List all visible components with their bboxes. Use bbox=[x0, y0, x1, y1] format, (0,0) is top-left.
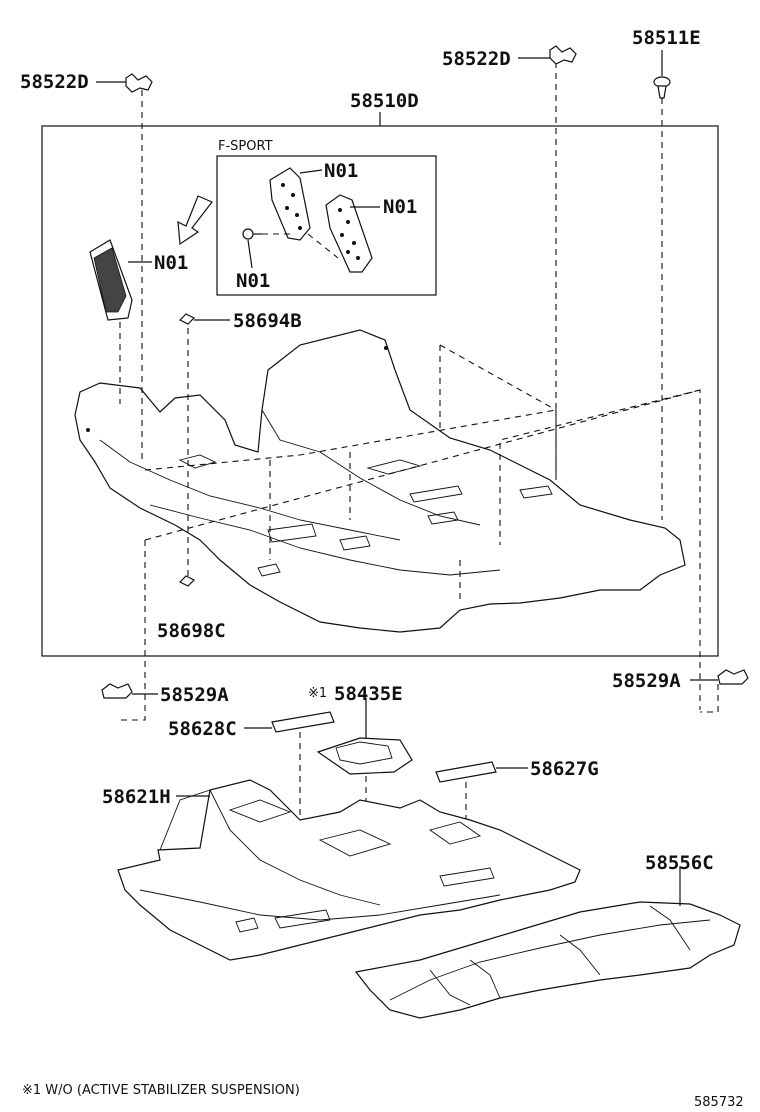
pedal-pad-accelerator bbox=[325, 194, 373, 273]
footnote: ※1 W/O (ACTIVE STABILIZER SUSPENSION) bbox=[22, 1083, 300, 1098]
pedal-screw bbox=[242, 228, 262, 240]
label-58511E: 58511E bbox=[632, 27, 701, 49]
label-n01-d: N01 bbox=[154, 252, 188, 274]
clip-58529a-right bbox=[717, 669, 749, 685]
pad-58628c bbox=[271, 711, 335, 733]
label-58529A-right: 58529A bbox=[612, 670, 681, 692]
label-58529A-left: 58529A bbox=[160, 684, 229, 706]
figure-number: 585732 bbox=[694, 1095, 744, 1110]
label-58435E: 58435E bbox=[334, 683, 403, 705]
floor-mat-left bbox=[89, 239, 133, 321]
pad-58627g bbox=[435, 761, 497, 783]
fsport-inset bbox=[216, 155, 437, 296]
clip-58522d-left bbox=[125, 73, 153, 93]
carpet-58621h bbox=[117, 779, 581, 961]
pedal-pad-brake bbox=[269, 167, 311, 241]
label-n01-c: N01 bbox=[236, 270, 270, 292]
clip-58529a-left bbox=[101, 683, 133, 699]
label-n01-a: N01 bbox=[324, 160, 358, 182]
label-n01-b: N01 bbox=[383, 196, 417, 218]
carpet-58510d bbox=[74, 329, 686, 633]
label-58522D-right: 58522D bbox=[442, 48, 511, 70]
tray-58435e bbox=[316, 737, 413, 775]
label-58621H: 58621H bbox=[102, 786, 171, 808]
fastener-58694b bbox=[178, 313, 196, 325]
label-58522D-left: 58522D bbox=[20, 71, 89, 93]
label-58628C: 58628C bbox=[168, 718, 237, 740]
label-58556C: 58556C bbox=[645, 852, 714, 874]
clip-58511e bbox=[653, 76, 671, 99]
panel-58556c bbox=[354, 901, 741, 1019]
inset-title: F-SPORT bbox=[218, 139, 273, 154]
fastener-58698c bbox=[178, 575, 196, 587]
label-58694B: 58694B bbox=[233, 310, 302, 332]
note-marker: ※1 bbox=[308, 686, 327, 701]
label-58698C: 58698C bbox=[157, 620, 226, 642]
direction-arrow bbox=[177, 195, 213, 246]
label-58510D: 58510D bbox=[350, 90, 419, 112]
clip-58522d-right bbox=[549, 45, 577, 65]
label-58627G: 58627G bbox=[530, 758, 599, 780]
